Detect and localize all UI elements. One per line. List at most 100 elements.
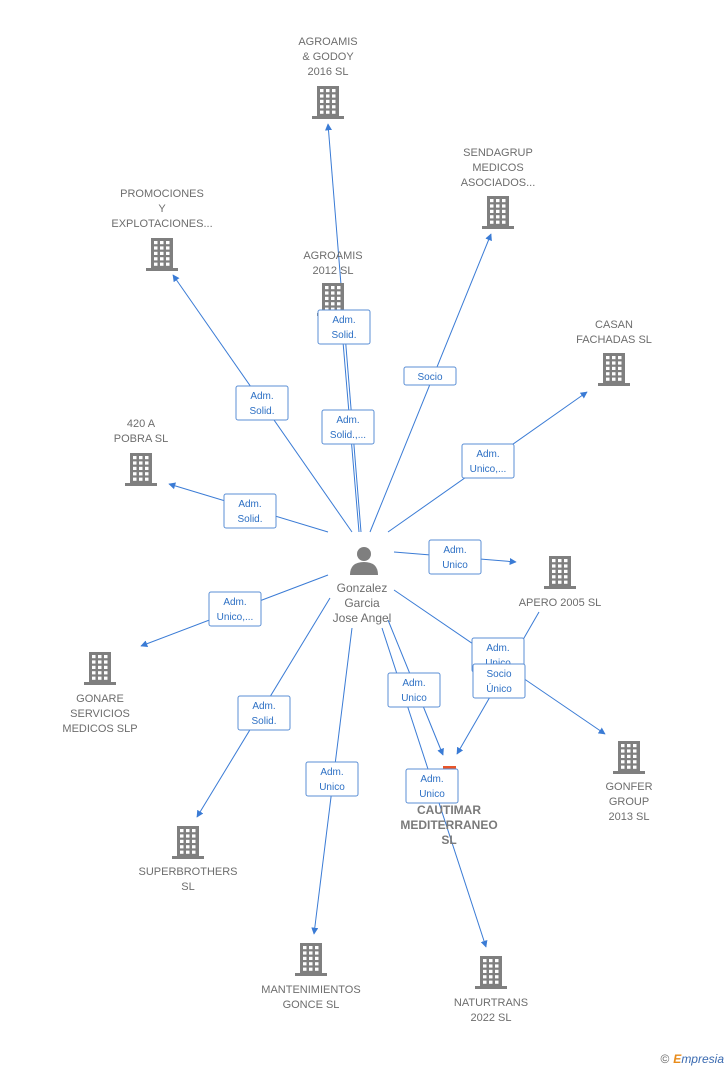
edge-label-text: Solid. bbox=[251, 716, 276, 727]
company-name-line: SUPERBROTHERS bbox=[138, 866, 237, 878]
building-icon bbox=[172, 826, 204, 859]
edge-label-text: Adm. bbox=[443, 545, 466, 556]
edge-label-superbrothers[interactable]: Adm. Solid. bbox=[237, 695, 291, 731]
person-name-line: Gonzalez bbox=[337, 581, 388, 595]
company-name-line: AGROAMIS bbox=[298, 36, 357, 48]
edge-label-naturtrans[interactable]: Adm. Unico bbox=[405, 768, 459, 804]
company-name-line: SERVICIOS bbox=[70, 708, 130, 720]
company-name-line: EXPLOTACIONES... bbox=[111, 218, 212, 230]
company-name-line: 2013 SL bbox=[609, 811, 650, 823]
building-icon bbox=[475, 956, 507, 989]
edge-label-text: Solid. bbox=[249, 406, 274, 417]
edge-label-text: Adm. bbox=[420, 774, 443, 785]
company-node-naturtrans[interactable]: NATURTRANS 2022 SL bbox=[454, 956, 528, 1024]
company-node-superbrothers[interactable]: SUPERBROTHERS SL bbox=[138, 826, 238, 893]
company-node-gonare[interactable]: GONARE SERVICIOS MEDICOS SLP bbox=[62, 652, 138, 735]
company-name-line: FACHADAS SL bbox=[576, 334, 652, 346]
company-name-line: AGROAMIS bbox=[303, 250, 362, 262]
edge-label-text: Unico bbox=[442, 560, 468, 571]
company-name-line: SL bbox=[441, 833, 456, 847]
edge-label-text: Adm. bbox=[332, 315, 355, 326]
company-node-gonfer[interactable]: GONFER GROUP 2013 SL bbox=[605, 741, 653, 823]
company-name-line: GONCE SL bbox=[283, 999, 340, 1011]
company-name-line: SL bbox=[181, 881, 194, 893]
copyright-symbol: © bbox=[660, 1052, 670, 1066]
company-name-line: POBRA SL bbox=[114, 433, 168, 445]
building-icon bbox=[312, 86, 344, 119]
edge-label-text: Unico,... bbox=[217, 612, 254, 623]
person-name-line: Jose Angel bbox=[333, 611, 392, 625]
edge-label-gonare[interactable]: Adm. Unico,... bbox=[208, 591, 262, 627]
edge-label-text: Adm. bbox=[476, 449, 499, 460]
edge-label-promociones[interactable]: Adm. Solid. bbox=[235, 385, 289, 421]
edge-label-text: Solid. bbox=[331, 330, 356, 341]
edge-label-text: Adm. bbox=[320, 767, 343, 778]
edge-label-text: Adm. bbox=[223, 597, 246, 608]
company-node-casan[interactable]: CASAN FACHADAS SL bbox=[576, 319, 652, 386]
brand-name: mpresia bbox=[681, 1052, 724, 1066]
edge-label-420-a-pobra[interactable]: Adm. Solid. bbox=[223, 493, 277, 529]
building-icon bbox=[544, 556, 576, 589]
edge-label-text: Adm. bbox=[486, 643, 509, 654]
edge-label-apero[interactable]: Adm. Unico bbox=[428, 539, 482, 575]
nodes-layer: AGROAMIS & GODOY 2016 SL SENDAGRUP MEDICOS AS… bbox=[62, 36, 652, 1024]
edge-label-text: Adm. bbox=[250, 391, 273, 402]
company-name-line: 420 A bbox=[127, 418, 156, 430]
edge-label-text: Adm. bbox=[336, 415, 359, 426]
company-node-apero[interactable]: APERO 2005 SL bbox=[519, 556, 602, 609]
company-node-sendagrup[interactable]: SENDAGRUP MEDICOS ASOCIADOS... bbox=[461, 147, 536, 229]
company-node-promociones[interactable]: PROMOCIONES Y EXPLOTACIONES... bbox=[111, 188, 213, 271]
company-name-line: 2022 SL bbox=[471, 1012, 512, 1024]
company-name-line: NATURTRANS bbox=[454, 997, 528, 1009]
edge-label-text: Adm. bbox=[252, 701, 275, 712]
edge-labels-layer: Adm.Solid.,...Adm.Solid.SocioAdm.Solid.A… bbox=[208, 309, 526, 804]
company-name-line: PROMOCIONES bbox=[120, 188, 204, 200]
edge-label-text: Unico bbox=[401, 693, 427, 704]
company-node-420-a-pobra[interactable]: 420 A POBRA SL bbox=[114, 418, 168, 486]
company-name-line: 2016 SL bbox=[308, 66, 349, 78]
company-name-line: SENDAGRUP bbox=[463, 147, 533, 159]
edge-label-text: Unico bbox=[419, 789, 445, 800]
company-name-line: GONFER bbox=[605, 781, 652, 793]
company-name-line: MEDITERRANEO bbox=[400, 818, 497, 832]
edge-label-text: Unico,... bbox=[470, 464, 507, 475]
company-name-line: ASOCIADOS... bbox=[461, 177, 536, 189]
company-node-mantenimientos[interactable]: MANTENIMIENTOS GONCE SL bbox=[261, 943, 361, 1011]
edge-label-text: Adm. bbox=[238, 499, 261, 510]
edge-label-sendagrup[interactable]: Socio bbox=[403, 366, 457, 386]
building-icon bbox=[613, 741, 645, 774]
brand-initial: E bbox=[673, 1052, 682, 1066]
company-name-line: 2012 SL bbox=[313, 265, 354, 277]
person-icon bbox=[350, 547, 378, 575]
edges-layer bbox=[140, 123, 606, 948]
edge-label-cautimar[interactable]: Adm. Unico bbox=[387, 672, 441, 708]
company-name-line: MEDICOS bbox=[472, 162, 523, 174]
company-name-line: MEDICOS SLP bbox=[62, 723, 137, 735]
building-icon bbox=[482, 196, 514, 229]
company-node-agroamis-2012[interactable]: AGROAMIS 2012 SL bbox=[303, 250, 363, 316]
company-name-line: MANTENIMIENTOS bbox=[261, 984, 360, 996]
company-name-line: & GODOY bbox=[302, 51, 354, 63]
company-name-line: GONARE bbox=[76, 693, 124, 705]
footer-brand: ©Empresia bbox=[660, 1052, 724, 1066]
company-name-line: Y bbox=[158, 203, 166, 215]
company-node-agroamis-godoy[interactable]: AGROAMIS & GODOY 2016 SL bbox=[298, 36, 358, 119]
company-name-line: APERO 2005 SL bbox=[519, 597, 602, 609]
edge-label-text: Único bbox=[486, 682, 512, 695]
building-icon bbox=[146, 238, 178, 271]
edge-label-agroamis-godoy[interactable]: Adm.Solid.,... bbox=[321, 409, 375, 445]
edge-label-agroamis-2012[interactable]: Adm. Solid. bbox=[317, 309, 371, 345]
edge-label-text: Unico bbox=[319, 782, 345, 793]
company-name-line: CASAN bbox=[595, 319, 633, 331]
edge-label-mantenimientos[interactable]: Adm. Unico bbox=[305, 761, 359, 797]
edge-label-text: Adm. bbox=[402, 678, 425, 689]
building-icon bbox=[598, 353, 630, 386]
company-name-line: CAUTIMAR bbox=[417, 803, 481, 817]
company-name-line: GROUP bbox=[609, 796, 649, 808]
edge-label-casan[interactable]: Adm. Unico,... bbox=[461, 443, 515, 479]
edge-label-text: Solid. bbox=[237, 514, 262, 525]
building-icon bbox=[125, 453, 157, 486]
